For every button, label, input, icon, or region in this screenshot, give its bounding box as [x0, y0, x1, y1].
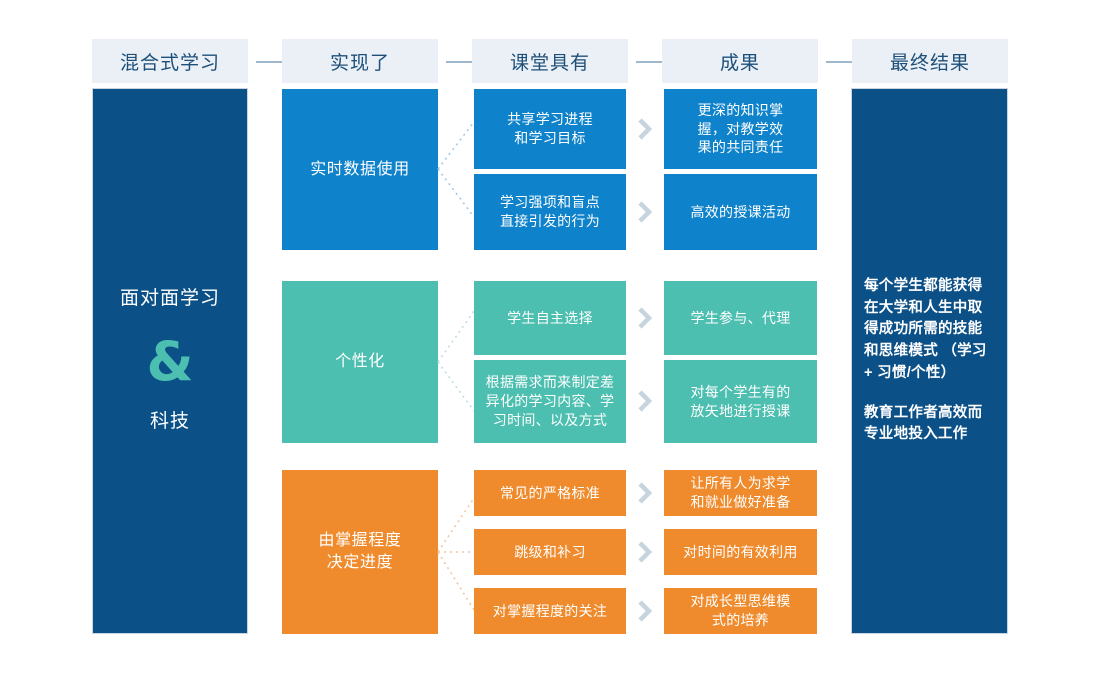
- outcome-label: 对每个学生有的 放矢地进行授课: [690, 383, 791, 419]
- outcome-block-2-1: 学生参与、代理: [664, 281, 817, 355]
- outcome-label: 高效的授课活动: [690, 203, 791, 220]
- driver-block-personalization: 个性化: [282, 281, 438, 443]
- driver-label: 由掌握程度 决定进度: [318, 532, 402, 571]
- classroom-block-2-2: 根据需求而来制定差 异化的学习内容、学 习时间、以及方式: [474, 360, 626, 443]
- classroom-label: 对掌握程度的关注: [492, 602, 608, 619]
- classroom-label: 常见的严格标准: [499, 484, 601, 501]
- final-results-panel: 每个学生都能获得 在大学和人生中取 得成功所需的技能 和思维模式 （学习 + 习…: [851, 88, 1008, 634]
- outcome-label: 对时间的有效利用: [683, 543, 798, 560]
- chevron-right-icon: [634, 199, 656, 225]
- header-chip-label: 成果: [719, 52, 760, 74]
- chevron-right-icon: [634, 388, 656, 414]
- driver-label: 个性化: [335, 353, 385, 371]
- outcome-block-3-2: 对时间的有效利用: [664, 529, 817, 575]
- chevron-right-icon: [634, 480, 656, 506]
- outcome-block-1-1: 更深的知识掌 握，对教学效 果的共同责任: [664, 89, 817, 169]
- classroom-label: 共享学习进程 和学习目标: [507, 111, 593, 146]
- dotted-connector-row-2: [437, 281, 475, 443]
- outcome-block-3-1: 让所有人为求学 和就业做好准备: [664, 470, 817, 516]
- final-results-paragraph-2: 教育工作者高效而 专业地投入工作: [864, 404, 983, 443]
- classroom-label: 学习强项和盲点 直接引发的行为: [499, 194, 601, 229]
- classroom-block-3-3: 对掌握程度的关注: [474, 588, 626, 634]
- final-results-paragraph-1: 每个学生都能获得 在大学和人生中取 得成功所需的技能 和思维模式 （学习 + 习…: [864, 277, 987, 381]
- driver-block-realtime-data: 实时数据使用: [282, 89, 438, 250]
- classroom-block-2-1: 学生自主选择: [474, 281, 626, 355]
- driver-label: 实时数据使用: [310, 160, 410, 178]
- outcome-label: 学生参与、代理: [690, 309, 791, 326]
- chevron-right-icon: [634, 598, 656, 624]
- header-chip-label: 实现了: [329, 52, 390, 74]
- outcome-block-1-2: 高效的授课活动: [664, 174, 817, 250]
- dotted-connector-row-1: [437, 89, 475, 250]
- header-connector-1: [446, 61, 484, 63]
- header-chip-2: 课堂具有: [472, 39, 628, 83]
- header-chip-label: 最终结果: [889, 52, 970, 74]
- outcome-block-2-2: 对每个学生有的 放矢地进行授课: [664, 360, 817, 443]
- classroom-block-1-1: 共享学习进程 和学习目标: [474, 89, 626, 169]
- driver-block-mastery-based: 由掌握程度 决定进度: [282, 470, 438, 634]
- header-chip-1: 实现了: [282, 39, 438, 83]
- header-chip-3: 成果: [662, 39, 818, 83]
- dotted-connector-row-3: [437, 470, 475, 634]
- outcome-label: 对成长型思维模 式的培养: [690, 593, 791, 628]
- chevron-right-icon: [634, 539, 656, 565]
- classroom-label: 学生自主选择: [507, 309, 593, 326]
- outcome-block-3-3: 对成长型思维模 式的培养: [664, 588, 817, 634]
- header-connector-3: [826, 61, 864, 63]
- outcome-label: 更深的知识掌 握，对教学效 果的共同责任: [697, 101, 784, 156]
- header-connector-0: [256, 61, 294, 63]
- classroom-block-3-1: 常见的严格标准: [474, 470, 626, 516]
- header-connector-2: [636, 61, 674, 63]
- ampersand-glyph: &: [146, 330, 194, 393]
- classroom-label: 根据需求而来制定差 异化的学习内容、学 习时间、以及方式: [485, 374, 615, 428]
- header-chip-0: 混合式学习: [92, 39, 248, 83]
- classroom-block-3-2: 跳级和补习: [474, 529, 626, 575]
- outcome-label: 让所有人为求学 和就业做好准备: [690, 475, 791, 510]
- chevron-right-icon: [634, 116, 656, 142]
- header-chip-label: 课堂具有: [509, 52, 590, 74]
- left-panel-line-2: 科技: [149, 411, 190, 432]
- left-panel-line-1: 面对面学习: [119, 288, 220, 310]
- header-chip-label: 混合式学习: [119, 52, 220, 74]
- header-chip-4: 最终结果: [852, 39, 1008, 83]
- chevron-right-icon: [634, 305, 656, 331]
- classroom-block-1-2: 学习强项和盲点 直接引发的行为: [474, 174, 626, 250]
- classroom-label: 跳级和补习: [514, 543, 586, 560]
- blended-learning-panel: 面对面学习 & 科技: [92, 88, 248, 634]
